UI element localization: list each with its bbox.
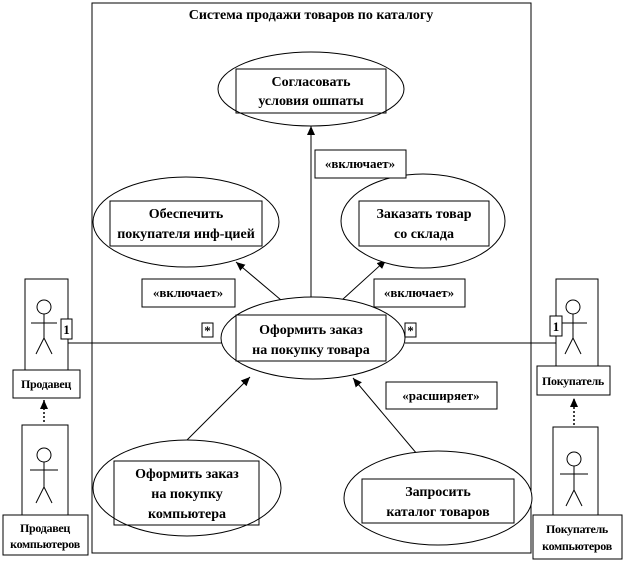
include-label-left: «включает» [153, 285, 223, 300]
actor-buyer-computers-label-line1: Покупатель [546, 522, 609, 536]
multiplicity-left-uc-box [201, 322, 214, 338]
actor-buyer-computers-frame [552, 426, 599, 520]
use-case-agree-payment[interactable] [217, 51, 405, 127]
actor-buyer-figure[interactable] [559, 299, 587, 355]
actor-seller-computers-label-box [2, 514, 89, 556]
include-label-top: «включает» [325, 156, 395, 171]
extend-label: «расширяет» [402, 388, 479, 403]
use-case-order-computer-line1: Оформить заказ [135, 467, 239, 482]
use-case-agree-payment-line2: условия ошпаты [258, 94, 363, 109]
system-title: Система продажи товаров по каталогу [189, 8, 434, 23]
actor-seller-label: Продавец [21, 377, 71, 391]
include-arrow-left [235, 261, 282, 301]
multiplicity-left-actor: 1 [63, 322, 70, 337]
actor-seller-computers-label-line1: Продавец [20, 521, 70, 535]
actor-seller-computers-label-line2: компьютеров [10, 537, 81, 551]
use-case-request-catalog-line2: каталог товаров [386, 505, 490, 520]
actor-seller-label-box [12, 369, 81, 399]
multiplicity-right-uc: * [407, 323, 414, 338]
use-case-order-from-stock-line1: Заказать товар [377, 207, 472, 222]
actor-seller-computers-figure[interactable] [30, 447, 58, 504]
use-case-provide-info-line1: Обеспечить [149, 207, 224, 222]
include-arrow-right [341, 259, 387, 301]
use-case-provide-info-box [109, 200, 263, 247]
actor-buyer-label: Покупатель [542, 374, 605, 388]
extend-label-box [385, 381, 498, 410]
multiplicity-right-actor: 1 [553, 319, 560, 334]
multiplicity-left-uc: * [204, 323, 211, 338]
multiplicity-left-actor-box [60, 318, 73, 340]
use-case-order-from-stock-line2: со склада [394, 227, 454, 242]
use-case-provide-info[interactable] [92, 176, 280, 268]
use-case-place-order-box [235, 314, 387, 362]
multiplicity-right-actor-box [549, 315, 563, 337]
actor-seller-figure[interactable] [31, 299, 57, 355]
actor-buyer-computers-figure[interactable] [560, 451, 588, 507]
actor-buyer-computers-label-line2: компьютеров [542, 539, 613, 553]
use-case-order-from-stock-box [358, 200, 490, 247]
use-case-request-catalog[interactable] [343, 450, 533, 546]
actor-buyer-label-box [536, 365, 611, 396]
use-case-agree-payment-box [235, 68, 387, 114]
include-label-top-box [314, 149, 407, 179]
use-case-request-catalog-box [361, 478, 515, 524]
use-case-place-order-line1: Оформить заказ [259, 323, 363, 338]
system-boundary [91, 2, 532, 554]
use-case-order-computer-line2: на покупку [151, 487, 222, 502]
use-case-provide-info-line2: покупателя инф-цией [117, 227, 255, 242]
use-case-agree-payment-line1: Согласовать [272, 75, 352, 90]
use-case-order-from-stock[interactable] [340, 173, 506, 269]
use-case-order-computer-box [113, 460, 260, 526]
include-label-right: «включает» [384, 285, 454, 300]
use-case-request-catalog-line1: Запросить [405, 485, 471, 500]
use-case-place-order-line2: на покупку товара [252, 343, 370, 358]
use-case-order-computer[interactable] [92, 439, 282, 537]
generalization-arrow [182, 376, 251, 445]
include-label-right-box [373, 278, 466, 308]
use-case-order-computer-line3: компьютера [148, 507, 226, 522]
multiplicity-right-uc-box [404, 322, 417, 338]
use-case-place-order[interactable] [220, 296, 406, 380]
actor-buyer-computers-label-box [532, 514, 623, 560]
include-label-left-box [141, 278, 236, 308]
